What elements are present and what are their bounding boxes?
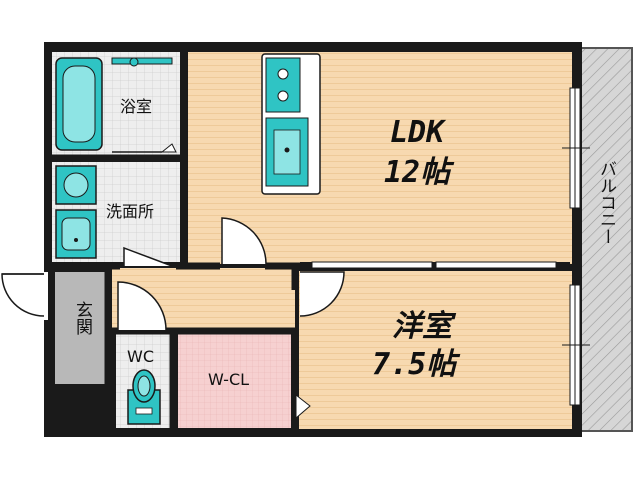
western-room-floor <box>299 271 572 429</box>
bath-label: 浴室 <box>120 97 152 116</box>
entrance-floor <box>55 272 105 384</box>
western-size-label: 7.5帖 <box>372 347 461 382</box>
ldk-size-label: 12帖 <box>384 155 455 190</box>
wc-door-swing <box>117 281 167 331</box>
closet-label: W-CL <box>208 370 249 389</box>
balcony-label: バルコニー <box>596 160 616 245</box>
bath-fixture <box>111 57 173 65</box>
ldk-floor <box>188 52 572 264</box>
wc-label: WC <box>127 347 154 366</box>
sliding-door[interactable] <box>311 261 433 269</box>
kitchen-stove <box>265 57 301 113</box>
washroom-door-swing <box>123 246 173 267</box>
washroom-label: 洗面所 <box>106 202 154 221</box>
balcony-area <box>579 47 633 432</box>
interior-walls <box>52 48 300 433</box>
entrance-door-swing <box>1 273 45 317</box>
ldk-door-swing <box>221 217 267 265</box>
ldk-western-partition <box>300 262 570 268</box>
sliding-door[interactable] <box>435 261 557 269</box>
western-door-swing <box>299 271 345 317</box>
closet-door <box>295 393 311 420</box>
closet-floor <box>178 334 291 428</box>
ldk-name-label: LDK <box>390 115 447 150</box>
western-name-label: 洋室 <box>392 309 457 344</box>
entrance-label: 玄関 <box>72 301 92 335</box>
